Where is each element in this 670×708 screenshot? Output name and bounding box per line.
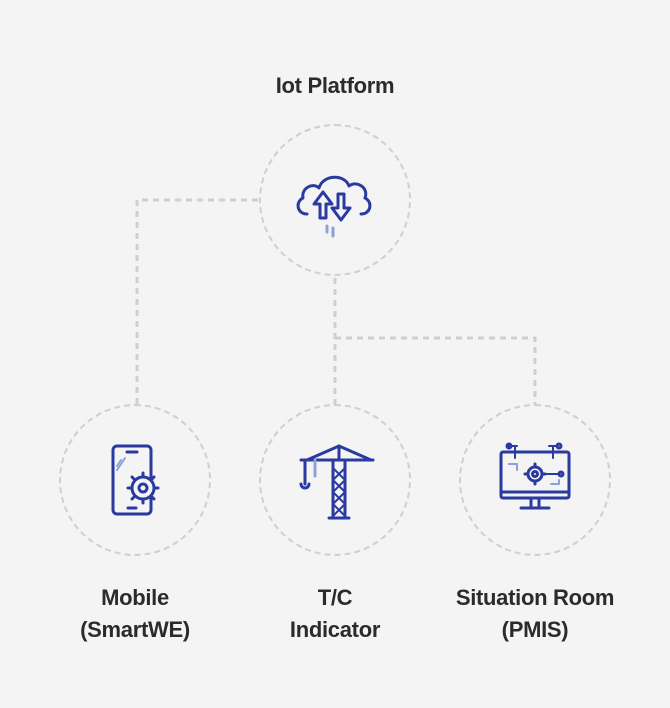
mobile-label-line2: (SmartWE): [80, 617, 190, 642]
situation-room-label-line1: Situation Room: [455, 585, 615, 610]
tc-indicator-node: [259, 404, 411, 556]
mobile-label-line1: Mobile: [101, 585, 169, 610]
connector-mobile: [135, 198, 258, 404]
tc-indicator-label: T/C Indicator: [225, 582, 445, 646]
connector-room: [335, 336, 537, 404]
situation-room-label-line2: (PMIS): [501, 617, 569, 642]
situation-room-node: [459, 404, 611, 556]
situation-room-label: Situation Room (PMIS): [420, 582, 650, 646]
monitor-circuit-gear-icon: [499, 442, 571, 510]
mobile-node: [59, 404, 211, 556]
tc-indicator-label-line1: T/C: [317, 585, 353, 610]
tower-crane-icon: [299, 444, 375, 520]
cloud-upload-download-icon: [296, 175, 372, 238]
iot-platform-node: [259, 124, 411, 276]
iot-platform-title-text: Iot Platform: [275, 73, 395, 98]
smartphone-gear-icon: [111, 444, 160, 516]
iot-platform-title: Iot Platform: [185, 70, 485, 102]
mobile-label: Mobile (SmartWE): [25, 582, 245, 646]
tc-indicator-label-line2: Indicator: [289, 617, 381, 642]
